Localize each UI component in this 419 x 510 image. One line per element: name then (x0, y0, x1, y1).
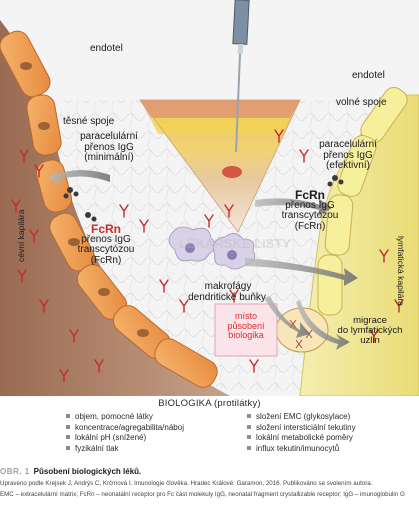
fcrn-right: FcRn (295, 188, 325, 202)
legend-right-list: složení EMC (glykosylace) složení inters… (247, 412, 356, 454)
legend-item: koncentrace/agregabilita/náboj (66, 423, 184, 434)
label-lymf-kapilara: lymfatická kapilára (396, 236, 406, 306)
label-makrofagy: makrofágy (204, 281, 252, 292)
label-volne-spoje: volné spoje (336, 97, 387, 108)
label-cevni-kapilara: cévní kapilára (16, 209, 26, 262)
needle-icon (232, 0, 250, 153)
label-endotel-left: endotel (90, 43, 123, 54)
legend-item: fyzikální tlak (66, 444, 184, 455)
label-tesne-spoje: těsné spoje (63, 116, 115, 127)
figure-illustration: LÉKAŘSKÉ LISTY (0, 0, 419, 397)
label-endotel-right: endotel (352, 70, 385, 81)
caption-title: Působení biologických léků. (33, 467, 142, 476)
legend-title: BIOLOGIKA (protilátky) (158, 398, 261, 409)
legend-item: složení EMC (glykosylace) (247, 412, 356, 423)
legend-item: lokální pH (snížené) (66, 433, 184, 444)
label-dendriticke: dendritické buňky (188, 292, 266, 303)
caption-abbreviations: EMC – extracelulární matrix; FcRn – neon… (0, 491, 405, 498)
legend-item: influx tekutin/imunocytů (247, 444, 356, 455)
watermark: LÉKAŘSKÉ LISTY (179, 236, 291, 251)
fcrn-left: FcRn (91, 222, 121, 236)
legend-item: složení intersticiální tekutiny (247, 423, 356, 434)
legend-item: lokální metabolické poměry (247, 433, 356, 444)
caption-number: OBR. 1 (0, 467, 30, 476)
legend-left-list: objem, pomocné látky koncentrace/agregab… (66, 412, 184, 454)
caption-source: Upraveno podle Krejsek J, Andrýs C, Krčm… (0, 480, 373, 487)
legend-item: objem, pomocné látky (66, 412, 184, 423)
